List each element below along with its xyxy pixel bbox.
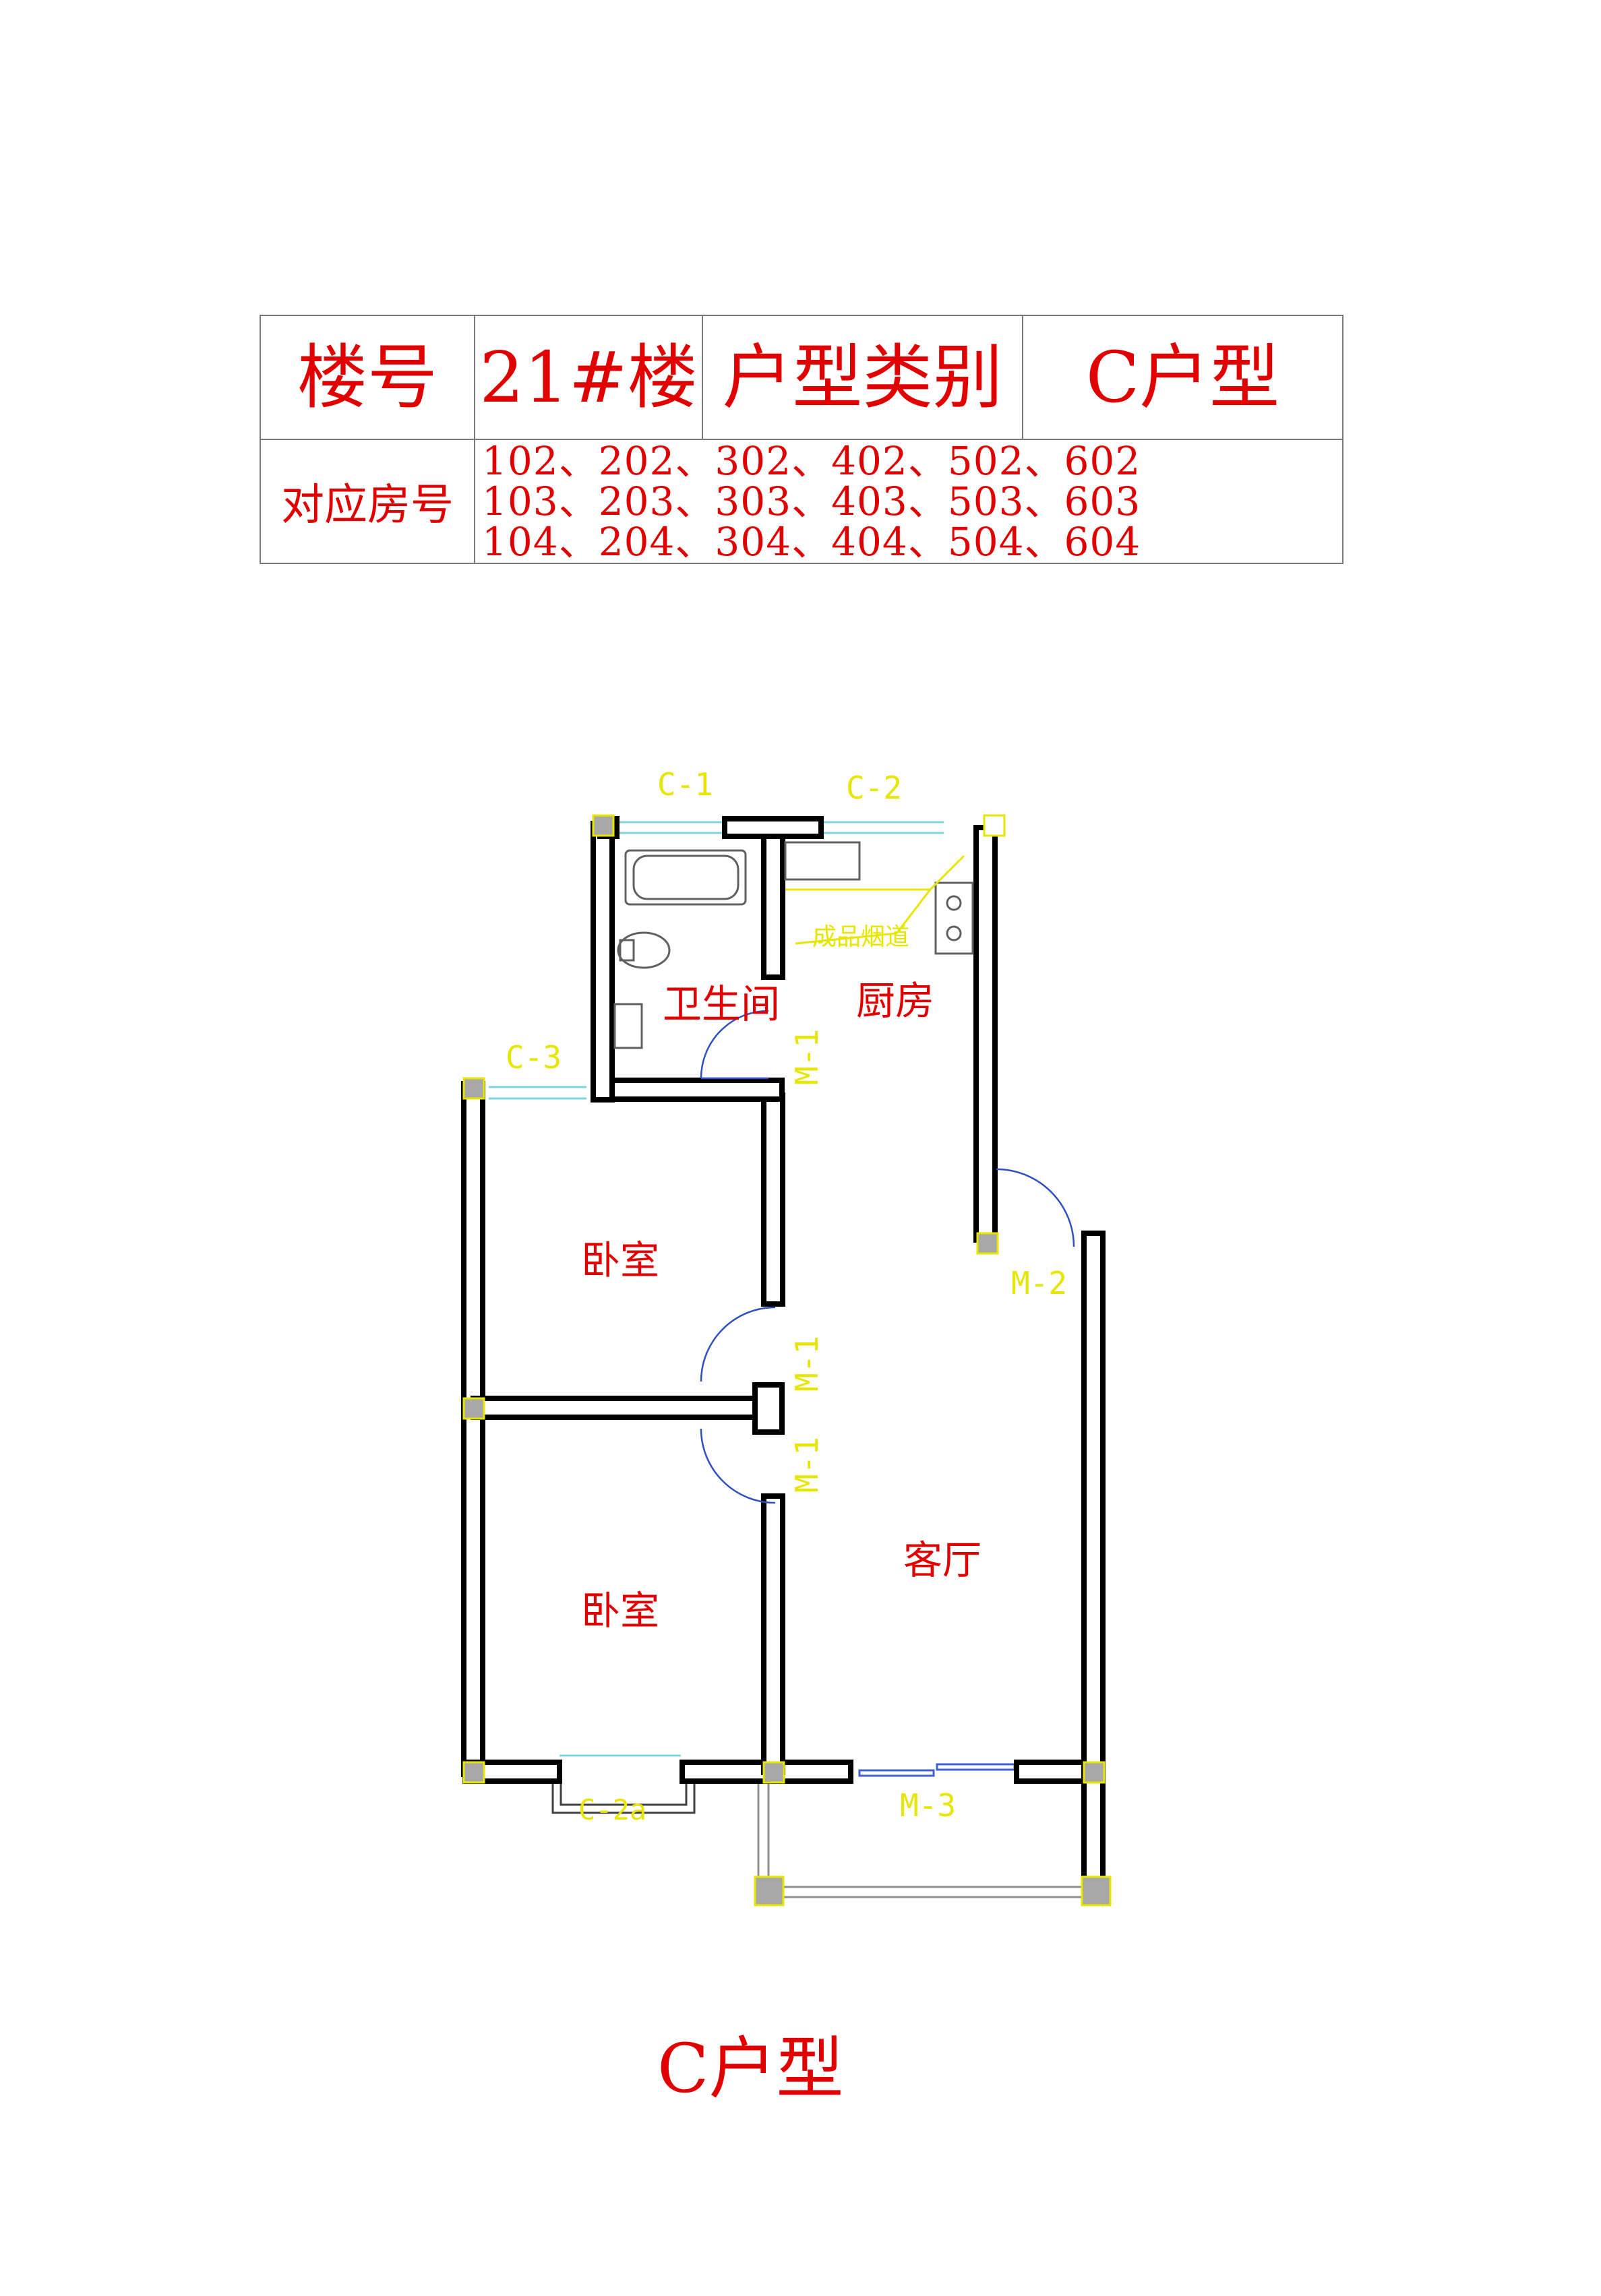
column [754,1875,785,1906]
sliding-door [858,1763,1016,1777]
label-m1-lower: M-1 [789,1437,825,1493]
type-value: C户型 [1085,336,1280,418]
label-m1-upper: M-1 [789,1336,825,1392]
wall-kitchen-right [973,825,998,1243]
rooms-label: 对应房号 [281,480,454,530]
label-c2: C-2 [846,770,902,806]
door-swing-lower [700,1428,776,1504]
door-swing-m2 [996,1168,1075,1247]
wall-stub [752,1382,785,1435]
room-numbers-row: 104、204、304、404、504、604 [482,519,1141,565]
columns [462,814,1112,1906]
window-glazing [489,821,944,1757]
wash-basin [613,1003,643,1049]
door-swing-upper [700,1306,776,1382]
balcony-railing [757,1769,1085,1898]
room-bathroom: 卫生间 [663,981,780,1027]
rooms-label-cell: 对应房号 [260,439,475,564]
door-swing-bath [700,1010,769,1079]
room-kitchen: 厨房 [856,978,934,1024]
flue-duct [795,855,965,945]
room-numbers-cell: 102、202、302、402、502、602 103、203、303、403、… [474,438,1343,565]
wall-bath-bottom [597,1078,785,1102]
room-bedroom-lower: 卧室 [581,1588,659,1634]
column [592,814,615,837]
label-m2: M-2 [1011,1265,1067,1301]
wall-bedroom-divider [471,1396,776,1420]
building-label: 楼号 [297,336,437,418]
wall-bath-right [761,826,785,980]
column [462,1397,485,1420]
building-label-cell: 楼号 [260,315,475,440]
wall-bath-left [591,821,615,1103]
kitchen-sink [784,841,861,881]
room-bedroom-upper: 卧室 [581,1237,659,1283]
column [976,1232,999,1255]
walls [461,816,1106,1900]
wall-center-upper [761,1092,785,1307]
room-living: 客厅 [903,1537,981,1583]
plan-annotations: C-1 C-2 C-3 C-2a M-2 M-3 M-1 M-1 M-1 成品烟… [506,766,1067,1826]
column [462,1761,485,1784]
unit-info-table: 楼号 21#楼 户型类别 C户型 对应房号 102、202、302、402、50… [260,315,1343,564]
wall-living-right [1081,1231,1106,1900]
plan-caption: C户型 [657,2029,844,2108]
label-m3: M-3 [900,1787,956,1824]
bay-window [551,1769,696,1814]
label-c1: C-1 [657,766,713,803]
toilet [617,931,671,969]
wall-center-lower [761,1493,785,1775]
type-label: 户型类别 [722,336,1003,418]
wall-top-mid [722,816,824,839]
building-value-cell: 21#楼 [474,315,703,440]
column [1081,1875,1112,1906]
bathtub [624,849,747,906]
type-label-cell: 户型类别 [702,315,1023,440]
room-numbers-row: 102、202、302、402、502、602 [482,438,1141,484]
stove [934,881,974,955]
room-labels: 卫生间 厨房 卧室 卧室 客厅 [581,978,981,1634]
fixtures [613,841,974,1049]
door-swings [700,1010,1075,1504]
room-numbers-row: 103、203、303、403、503、603 [482,478,1141,524]
column [1083,1761,1106,1784]
column [762,1761,785,1784]
building-value: 21#楼 [479,336,698,418]
label-flue: 成品烟道 [812,923,909,951]
label-m1-bath: M-1 [789,1029,825,1085]
column [462,1077,485,1100]
column [983,814,1006,837]
type-value-cell: C户型 [1022,315,1343,440]
wall-left [461,1081,485,1777]
label-c3: C-3 [506,1039,562,1076]
label-c2a: C-2a [578,1793,646,1826]
